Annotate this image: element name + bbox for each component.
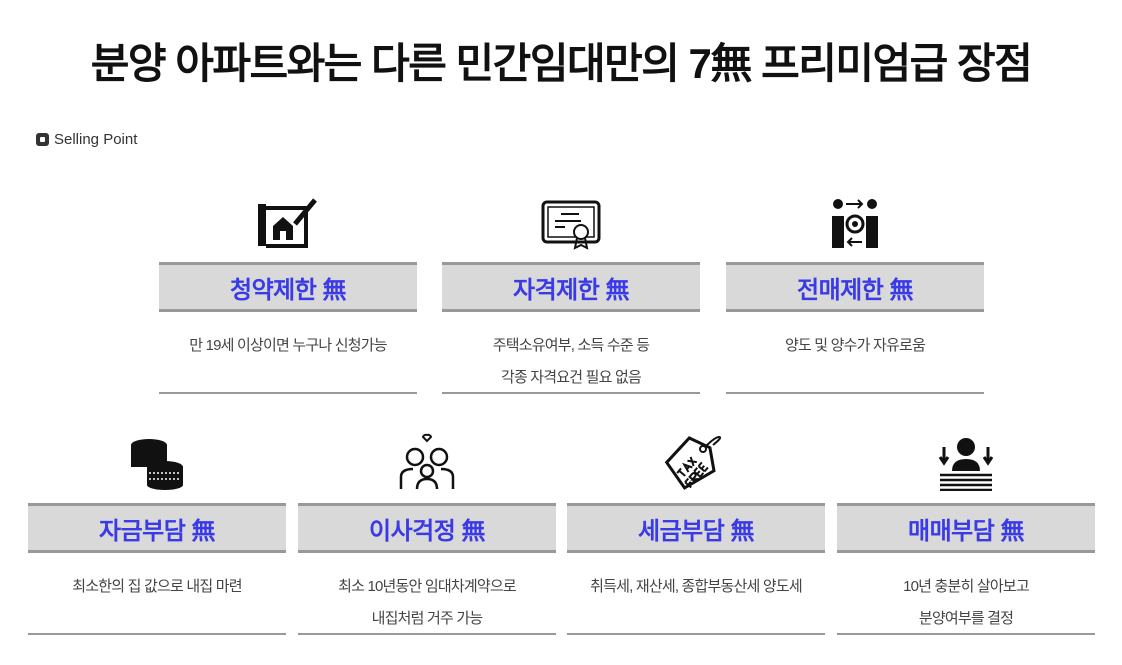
page-title: 분양 아파트와는 다른 민간임대만의 7無 프리미엄급 장점 [90, 40, 1033, 87]
feature-description: 주택소유여부, 소득 수준 등 각종 자격요건 필요 없음 [442, 312, 700, 392]
divider [298, 633, 556, 635]
feature-card: 이사걱정 無 최소 10년동안 임대차계약으로 내집처럼 거주 가능 [298, 433, 556, 635]
divider [442, 392, 700, 394]
feature-heading: 매매부담 無 [837, 503, 1095, 553]
feature-heading: 청약제한 無 [159, 262, 417, 312]
description-line [726, 362, 984, 394]
feature-card: 청약제한 無 만 19세 이상이면 누구나 신청가능 [159, 196, 417, 394]
family-icon [298, 433, 556, 491]
description-line: 각종 자격요건 필요 없음 [500, 369, 642, 386]
coins-icon [28, 437, 286, 491]
feature-heading: 세금부담 無 [567, 503, 825, 553]
description-line: 만 19세 이상이면 누구나 신청가능 [189, 337, 387, 354]
divider [726, 392, 984, 394]
feature-card: 자금부담 無 최소한의 집 값으로 내집 마련 [28, 437, 286, 635]
feature-heading: 이사걱정 無 [298, 503, 556, 553]
description-line: 분양여부를 결정 [918, 610, 1014, 627]
feature-description: 최소 10년동안 임대차계약으로 내집처럼 거주 가능 [298, 553, 556, 633]
feature-description: 최소한의 집 값으로 내집 마련 [28, 553, 286, 633]
exchange-people-icon [726, 196, 984, 250]
house-plan-icon [159, 196, 417, 250]
feature-heading: 자금부담 無 [28, 503, 286, 553]
description-line: 최소 10년동안 임대차계약으로 [338, 578, 517, 595]
divider [28, 633, 286, 635]
section-label: Selling Point [36, 131, 137, 148]
bullet-icon [36, 133, 49, 146]
divider [567, 633, 825, 635]
description-line [567, 603, 825, 635]
section-label-text: Selling Point [54, 131, 138, 148]
description-line: 10년 충분히 살아보고 [903, 578, 1030, 595]
tax-free-tag-icon [567, 435, 825, 491]
description-line [159, 362, 417, 394]
description-line: 취득세, 재산세, 종합부동산세 양도세 [590, 578, 803, 595]
description-line: 양도 및 양수가 자유로움 [784, 337, 926, 354]
feature-heading: 전매제한 無 [726, 262, 984, 312]
description-line: 내집처럼 거주 가능 [371, 610, 484, 627]
description-line [28, 603, 286, 635]
divider [837, 633, 1095, 635]
feature-card: 자격제한 無 주택소유여부, 소득 수준 등 각종 자격요건 필요 없음 [442, 196, 700, 394]
description-line: 주택소유여부, 소득 수준 등 [492, 337, 650, 354]
feature-description: 양도 및 양수가 자유로움 [726, 312, 984, 392]
feature-description: 10년 충분히 살아보고 분양여부를 결정 [837, 553, 1095, 633]
feature-card: 세금부담 無 취득세, 재산세, 종합부동산세 양도세 [567, 435, 825, 635]
feature-card: 매매부담 無 10년 충분히 살아보고 분양여부를 결정 [837, 437, 1095, 635]
feature-heading: 자격제한 無 [442, 262, 700, 312]
businessman-icon [837, 437, 1095, 491]
description-line: 최소한의 집 값으로 내집 마련 [72, 578, 242, 595]
certificate-icon [442, 196, 700, 250]
feature-card: 전매제한 無 양도 및 양수가 자유로움 [726, 196, 984, 394]
feature-description: 취득세, 재산세, 종합부동산세 양도세 [567, 553, 825, 633]
feature-description: 만 19세 이상이면 누구나 신청가능 [159, 312, 417, 392]
divider [159, 392, 417, 394]
